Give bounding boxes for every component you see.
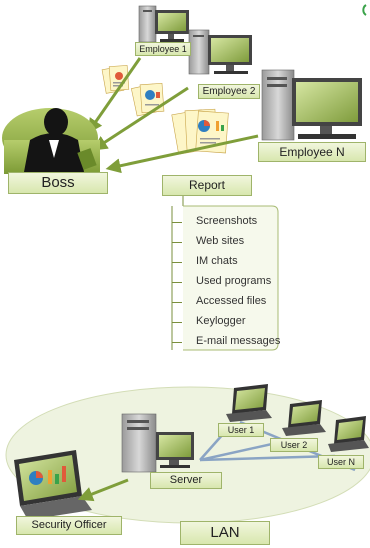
- security-officer-laptop-icon: [14, 450, 92, 520]
- list-tick: [172, 282, 182, 283]
- boss-label: Boss: [8, 172, 108, 194]
- server-label: Server: [150, 472, 222, 489]
- report-label: Report: [162, 175, 252, 196]
- employee-1-computer-icon: [138, 5, 189, 43]
- corner-arc-icon: [362, 4, 367, 16]
- employee-2-computer-icon: [188, 29, 252, 75]
- report-stack-2-icon: [130, 82, 165, 117]
- report-item-screenshots: Screenshots: [196, 215, 258, 227]
- lan-label: LAN: [180, 521, 270, 545]
- report-stack-3-icon: [171, 108, 229, 155]
- list-tick: [172, 262, 182, 263]
- server-icon: [121, 413, 194, 473]
- employee-2-label: Employee 2: [198, 84, 260, 99]
- report-item-keylogger: Keylogger: [196, 315, 246, 327]
- report-item-accessed-files: Accessed files: [196, 295, 267, 307]
- employee-1-label: Employee 1: [135, 42, 191, 56]
- list-tick: [172, 342, 182, 343]
- user-n-laptop-icon: [328, 416, 369, 452]
- user-n-label: User N: [318, 455, 364, 469]
- arrow-to-security-officer: [77, 478, 129, 502]
- report-item-im-chats: IM chats: [196, 255, 238, 267]
- security-officer-label: Security Officer: [16, 516, 122, 535]
- employee-n-computer-icon: [261, 69, 362, 141]
- list-tick: [172, 222, 182, 223]
- employee-n-label: Employee N: [258, 142, 366, 162]
- list-tick: [172, 242, 182, 243]
- report-list-panel: [183, 205, 279, 351]
- user-2-laptop-icon: [282, 400, 326, 436]
- user-2-label: User 2: [270, 438, 318, 452]
- report-item-web-sites: Web sites: [196, 235, 245, 247]
- user-1-laptop-icon: [226, 384, 272, 422]
- boss-icon: [2, 108, 100, 174]
- list-tick: [172, 302, 182, 303]
- report-list-connector: [171, 196, 184, 350]
- arrows-to-boss: [87, 57, 259, 174]
- user-1-label: User 1: [218, 423, 264, 437]
- report-item-email-messages: E-mail messages: [196, 335, 281, 347]
- report-item-used-programs: Used programs: [196, 275, 272, 287]
- list-tick: [172, 322, 182, 323]
